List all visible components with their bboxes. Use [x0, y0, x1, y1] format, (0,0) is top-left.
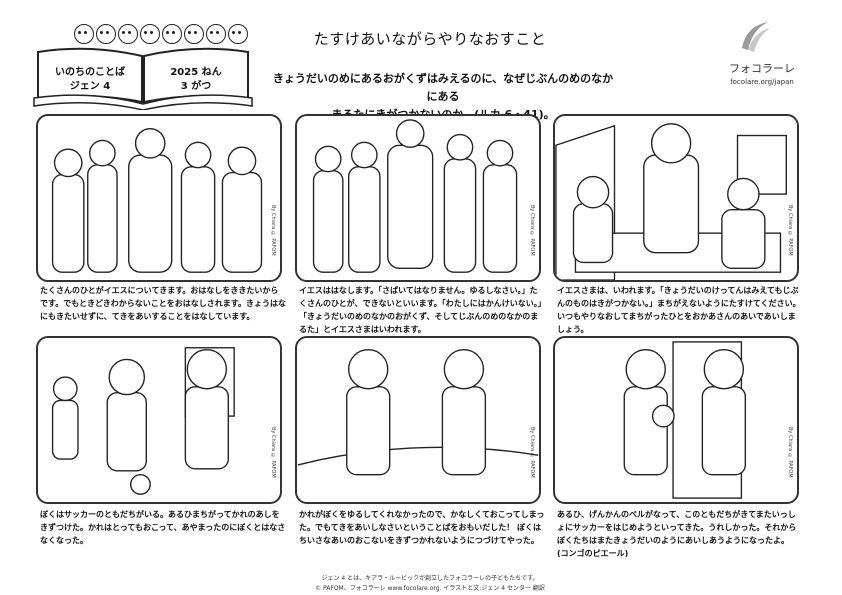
panel-2-jesus-speaking: By Chiara © PAFOM: [295, 114, 541, 282]
jesus-crowd-illustration: [312, 119, 518, 273]
header-book-graphic: いのちのことば ジェン 4 2025 ねん 3 がつ: [30, 10, 256, 111]
book-right-label: 2025 ねん 3 がつ: [154, 66, 238, 94]
panel-credit: By Chiara © PAFOM: [270, 427, 276, 478]
panel-6-caption: あるひ、げんかんのベルがなって、このともだちがきてまたいっしょにサッカーをはじめ…: [557, 510, 797, 558]
panel-1-caption: たくさんのひとがイエスについてきます。おはなしをききたいからです。でもときどきわ…: [40, 286, 286, 321]
panel-3-caption: イエスさまは、いわれます。「きょうだいのけってんはみえてもじぶんのものはきがつか…: [557, 286, 801, 334]
book-right-line2: 3 がつ: [180, 81, 212, 92]
panel-credit: By Chiara © PAFOM: [787, 427, 793, 478]
friends-reconcile-illustration: [623, 341, 746, 499]
open-book-icon: [33, 47, 253, 111]
panel-credit: By Chiara © PAFOM: [270, 205, 276, 256]
panel-3-mother-children: By Chiara © PAFOM: [553, 114, 799, 282]
panel-4-soccer-injury: By Chiara © PAFOM: [36, 336, 282, 504]
panel-credit: By Chiara © PAFOM: [529, 205, 535, 256]
page-title: たすけあいながらやりなおすこと: [313, 30, 547, 48]
focolare-logo: フォコラーレ focolare.org/japan: [712, 14, 812, 94]
panel-1-crowd-listening: By Chiara © PAFOM: [36, 114, 282, 282]
mother-children-illustration: [555, 123, 787, 280]
footer-line2: © PAFOM、フォコラーレ www.focolare.org. イラストと文:…: [315, 585, 545, 592]
logo-url: focolare.org/japan: [730, 78, 794, 86]
book-left-line1: いのちのことば: [55, 67, 125, 78]
panel-credit: By Chiara © PAFOM: [529, 427, 535, 478]
crowd-illustration: [51, 128, 263, 273]
children-faces-illustration: [74, 24, 274, 64]
focolare-mark-icon: [742, 22, 770, 52]
book-left-line2: ジェン 4: [69, 81, 111, 92]
panel-5-friends-apart: By Chiara © PAFOM: [295, 336, 541, 504]
friends-apart-illustration: [297, 349, 539, 476]
subtitle-line1: きょうだいのめにあるおがくずはみえるのに、なぜじぶんのめのなかにある: [272, 72, 614, 103]
logo-name: フォコラーレ: [729, 62, 795, 75]
book-left-label: いのちのことば ジェン 4: [48, 66, 132, 94]
panel-credit: By Chiara © PAFOM: [787, 205, 793, 256]
footer-line1: ジェン 4 とは、キアラ・ルービックが創立したフォコラーレの子どもたちです。: [321, 575, 539, 582]
book-right-line1: 2025 ねん: [170, 67, 222, 78]
panel-4-caption: ぼくはサッカーのともだちがいる。あるひまちがってかれのあしをきずつけた。かれはと…: [40, 510, 286, 545]
soccer-injury-illustration: [51, 347, 235, 495]
panel-5-caption: かれがぼくをゆるしてくれなかったので、かなしくておこってしまった。でもてきをあい…: [299, 510, 545, 545]
panel-2-caption: イエスははなします。「さばいてはなりません。ゆるしなさい。」たくさんのひとが、で…: [299, 286, 542, 334]
panel-6-friends-reconcile: By Chiara © PAFOM: [553, 336, 799, 504]
